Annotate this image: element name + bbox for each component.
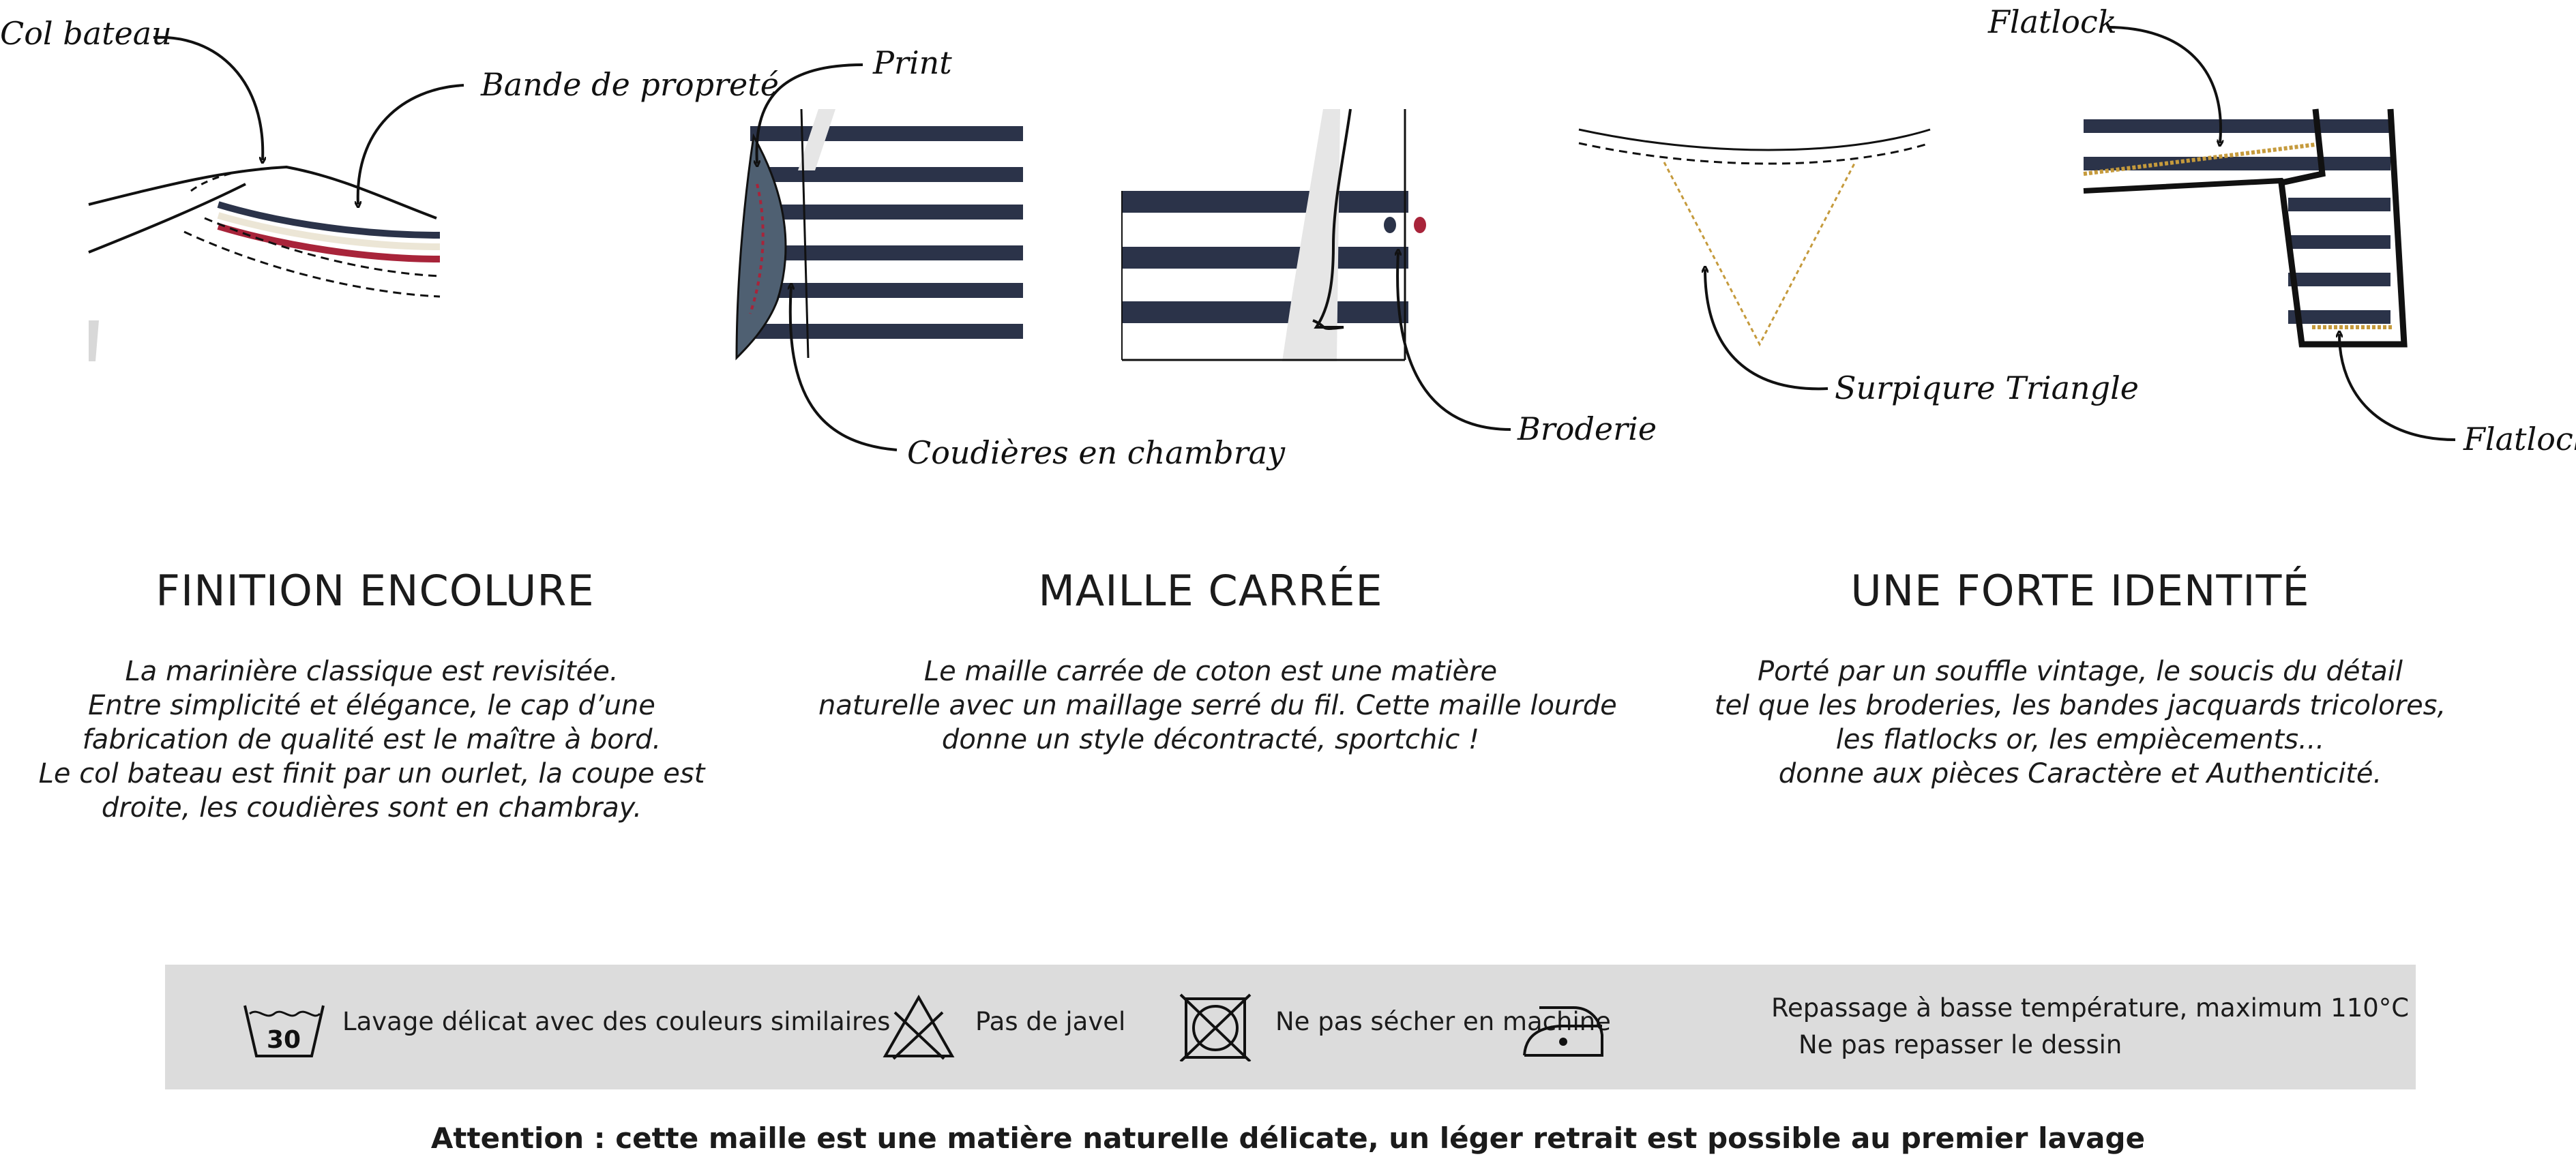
- care-instructions-band: 30 Lavage délicat avec des couleurs simi…: [165, 965, 2416, 1089]
- broderie-illustration: [1121, 108, 1426, 361]
- bleach-label: Pas de javel: [975, 1007, 1126, 1036]
- text-line: Le col bateau est finit par un ourlet, l…: [38, 758, 705, 789]
- attention-notice: Attention : cette maille est une matière…: [430, 1121, 2146, 1155]
- text-line: Entre simplicité et élégance, le cap d’u…: [88, 690, 655, 721]
- print-illustration: [735, 108, 1023, 361]
- annotation-flatlock-top: Flatlock: [1987, 3, 2117, 40]
- text-line: La marinière classique est revisitée.: [125, 656, 619, 687]
- no-bleach-icon: [883, 994, 955, 1060]
- text-line: tel que les broderies, les bandes jacqua…: [1714, 690, 2446, 721]
- leader-lines: [153, 26, 2456, 451]
- annotation-flatlock-bottom: Flatlock: [2463, 421, 2576, 457]
- section-text-maille-carree: Le maille carrée de coton est une matièr…: [818, 654, 1617, 757]
- text-line: naturelle avec un maillage serré du fil.…: [818, 690, 1617, 721]
- iron-label-line2: Ne pas repasser le dessin: [1798, 1030, 2122, 1059]
- section-text-forte-identite: Porté par un souffle vintage, le soucis …: [1688, 654, 2472, 791]
- iron-low-icon: [1523, 1006, 1603, 1057]
- annotation-bande-proprete: Bande de propreté: [480, 66, 779, 103]
- section-title-finition-encolure: FINITION ENCOLURE: [156, 566, 595, 616]
- text-line: fabrication de qualité est le maître à b…: [82, 724, 662, 755]
- detail-illustrations: Col bateau Bande de propreté Print Coudi…: [0, 3, 2576, 471]
- text-line: Porté par un souffle vintage, le soucis …: [1758, 656, 2403, 687]
- text-line: droite, les coudières sont en chambray.: [101, 792, 642, 824]
- text-line: les flatlocks or, les empiècements...: [1835, 724, 2325, 755]
- text-line: donne aux pièces Caractère et Authentici…: [1778, 758, 2382, 789]
- section-title-maille-carree: MAILLE CARRÉE: [1038, 566, 1383, 616]
- no-tumble-dry-icon: [1179, 993, 1252, 1061]
- flatlock-illustration: [2083, 108, 2408, 348]
- section-text-finition-encolure: La marinière classique est revisitée. En…: [0, 654, 764, 825]
- collar-illustration: [88, 165, 441, 361]
- triangle-illustration: [1578, 128, 1931, 347]
- annotation-coudieres: Coudières en chambray: [907, 434, 1286, 471]
- text-line: donne un style décontracté, sportchic !: [941, 724, 1480, 755]
- dryer-label: Ne pas sécher en machine: [1275, 1007, 1611, 1036]
- annotation-broderie: Broderie: [1517, 410, 1657, 447]
- wash-30-icon: 30: [243, 1005, 325, 1057]
- annotation-print: Print: [872, 44, 952, 81]
- wash-label: Lavage délicat avec des couleurs similai…: [342, 1007, 891, 1036]
- annotation-col-bateau: Col bateau: [0, 15, 172, 52]
- section-title-forte-identite: UNE FORTE IDENTITÉ: [1850, 566, 2310, 616]
- annotation-surpiqure: Surpiqure Triangle: [1835, 370, 2139, 406]
- wash-temp-label: 30: [267, 1026, 301, 1054]
- text-line: Le maille carrée de coton est une matièr…: [923, 656, 1498, 687]
- iron-label-line1: Repassage à basse température, maximum 1…: [1771, 993, 2410, 1023]
